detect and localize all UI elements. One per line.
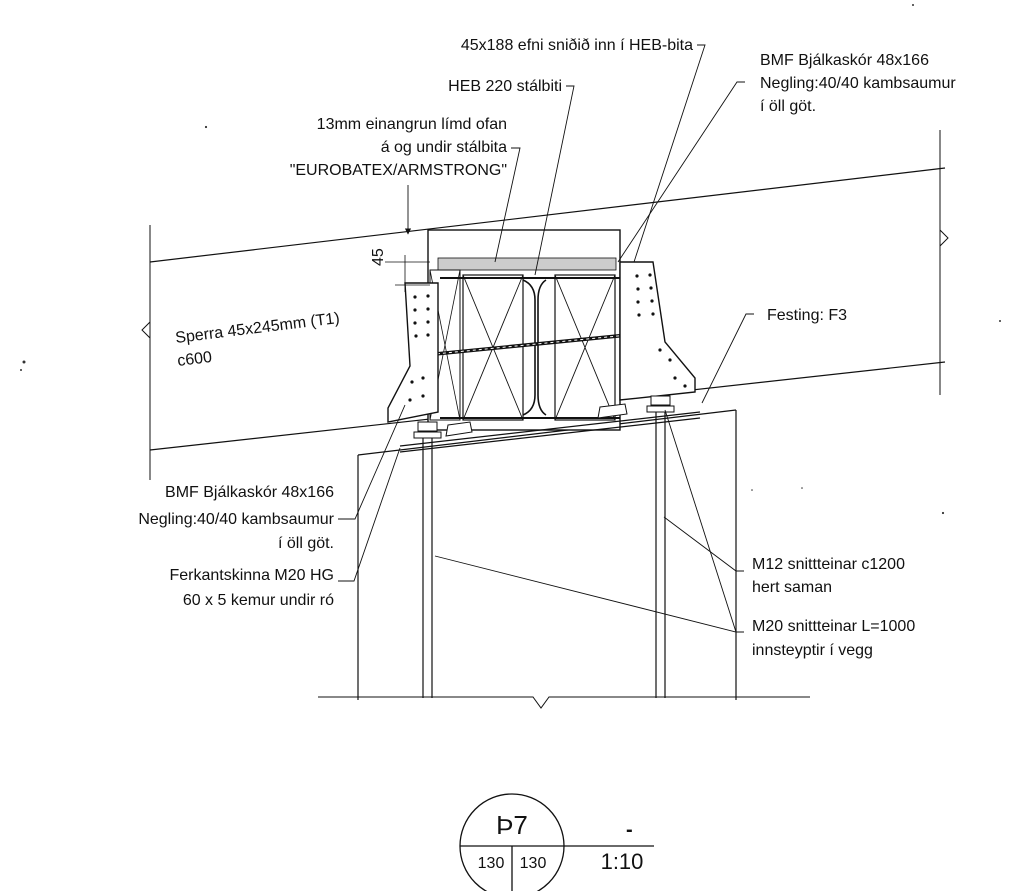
label-insulation-line2: á og undir stálbita — [381, 139, 507, 156]
base-plate — [399, 403, 701, 453]
title-block: Þ7 - 130 130 1:10 — [459, 793, 654, 891]
dimension-45-label: 45 — [370, 248, 387, 266]
joist-hanger-right — [619, 261, 696, 401]
leader-lines — [338, 44, 754, 633]
label-insulation-line1: 13mm einangrun límd ofan — [317, 116, 507, 133]
sheet-ref-right: 130 — [520, 855, 547, 872]
sheet-ref-left: 130 — [478, 855, 505, 872]
label-heb-beam: HEB 220 stálbiti — [448, 78, 562, 95]
label-hanger-bottom-line3: í öll göt. — [278, 535, 334, 552]
label-fastener: Festing: F3 — [767, 307, 847, 324]
label-hanger-bottom-line2: Negling:40/40 kambsaumur — [138, 511, 334, 528]
label-washer-line1: Ferkantskinna M20 HG — [169, 567, 334, 584]
label-m12-line2: hert saman — [752, 579, 832, 596]
label-m12-line1: M12 snittteinar c1200 — [752, 556, 905, 573]
heb-220-beam — [427, 229, 621, 431]
label-m20-line1: M20 snittteinar L=1000 — [752, 618, 915, 635]
scale: 1:10 — [601, 849, 644, 874]
label-hanger-top-line1: BMF Bjálkaskór 48x166 — [760, 52, 929, 69]
label-m20-line2: innsteyptir í vegg — [752, 642, 873, 659]
label-hanger-bottom-line1: BMF Bjálkaskór 48x166 — [165, 484, 334, 501]
detail-id: Þ7 — [496, 810, 528, 840]
label-rafter-line2: c600 — [176, 349, 213, 370]
label-rafter-line1: Sperra 45x245mm (T1) — [174, 310, 340, 347]
concrete-wall — [318, 409, 810, 709]
dimension-45: 45 — [370, 248, 430, 292]
scan-specks — [20, 4, 1001, 515]
label-insulation-line3: "EUROBATEX/ARMSTRONG" — [290, 162, 507, 179]
m20-anchor-rod-left — [413, 421, 442, 698]
label-washer-line2: 60 x 5 kemur undir ró — [183, 592, 334, 609]
label-heb-insert: 45x188 efni sniðið inn í HEB-bita — [461, 37, 693, 54]
label-hanger-top-line3: í öll göt. — [760, 98, 816, 115]
joist-hanger-left — [387, 282, 439, 423]
title-dash: - — [626, 819, 633, 841]
m20-anchor-rod-right — [646, 395, 675, 698]
label-hanger-top-line2: Negling:40/40 kambsaumur — [760, 75, 956, 92]
